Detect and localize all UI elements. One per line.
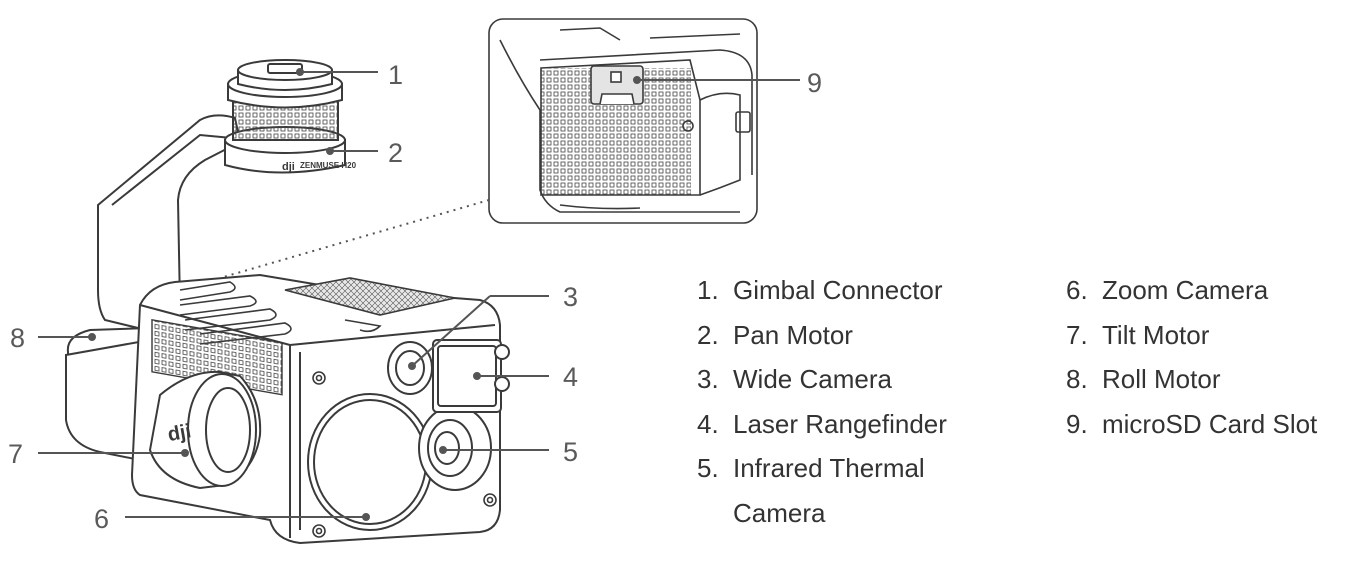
legend-label: Tilt Motor [1102, 319, 1210, 350]
infrared-thermal-camera [418, 405, 492, 491]
callout-3: 3 [563, 282, 578, 312]
roll-arm [97, 114, 242, 330]
legend-item: 8. Roll Motor [1066, 357, 1347, 402]
legend-left-column: 1. Gimbal Connector 2. Pan Motor 3. Wide… [697, 268, 997, 535]
dji-logo-tilt: dji [166, 420, 193, 446]
callout-6: 6 [94, 504, 109, 534]
legend-label: Gimbal Connector [733, 275, 943, 305]
legend-label: Roll Motor [1102, 364, 1221, 394]
top-heatsink [284, 277, 456, 316]
pan-motor: ZENMUSE H20 dji [224, 97, 357, 174]
legend-item: 4. Laser Rangefinder [697, 402, 997, 447]
legend-item: 9. microSD Card Slot [1066, 402, 1347, 447]
leader-lines [38, 68, 800, 521]
legend-item: 1. Gimbal Connector [697, 268, 997, 313]
zoom-camera-lens [307, 393, 433, 531]
legend-number: 3. [697, 364, 719, 394]
legend-item: 2. Pan Motor [697, 313, 997, 358]
callout-7: 7 [8, 439, 23, 469]
laser-rangefinder [432, 339, 510, 413]
legend-label: Wide Camera [733, 364, 892, 394]
legend-number: 7. [1066, 319, 1088, 350]
legend-number: 6. [1066, 275, 1088, 305]
inset-connector-line [219, 199, 490, 279]
legend-label: Pan Motor [733, 319, 853, 350]
callout-1: 1 [388, 60, 403, 90]
legend-item: 5. Infrared Thermal Camera [697, 446, 997, 535]
legend-label: Laser Rangefinder [733, 408, 947, 439]
callout-8: 8 [10, 323, 25, 353]
legend-label: Zoom Camera [1102, 275, 1269, 305]
top-fins [179, 281, 382, 345]
legend-label: Infrared Thermal Camera [733, 453, 925, 528]
legend-number: 8. [1066, 364, 1088, 394]
tilt-motor: dji [148, 370, 262, 490]
legend-item: 7. Tilt Motor [1066, 313, 1347, 358]
inset-detail [488, 18, 758, 224]
legend-number: 4. [697, 408, 719, 439]
callout-4: 4 [563, 362, 578, 392]
callout-5: 5 [563, 437, 578, 467]
legend-label: microSD Card Slot [1102, 408, 1318, 439]
legend-number: 1. [697, 275, 719, 305]
microsd-card-slot [590, 65, 644, 105]
callout-9: 9 [807, 68, 822, 98]
legend-item: 6. Zoom Camera [1066, 268, 1347, 313]
body-screws [312, 371, 497, 538]
callout-2: 2 [388, 138, 403, 168]
legend-number: 9. [1066, 408, 1088, 439]
legend-number: 2. [697, 319, 719, 350]
legend-item: 3. Wide Camera [697, 357, 997, 402]
legend-right-column: 6. Zoom Camera 7. Tilt Motor 8. Roll Mot… [1066, 268, 1347, 446]
gimbal-connector [227, 59, 343, 109]
dji-logo-pan: dji [282, 161, 295, 173]
legend-number: 5. [697, 453, 719, 483]
pan-motor-model-text: ZENMUSE H20 [300, 161, 357, 170]
